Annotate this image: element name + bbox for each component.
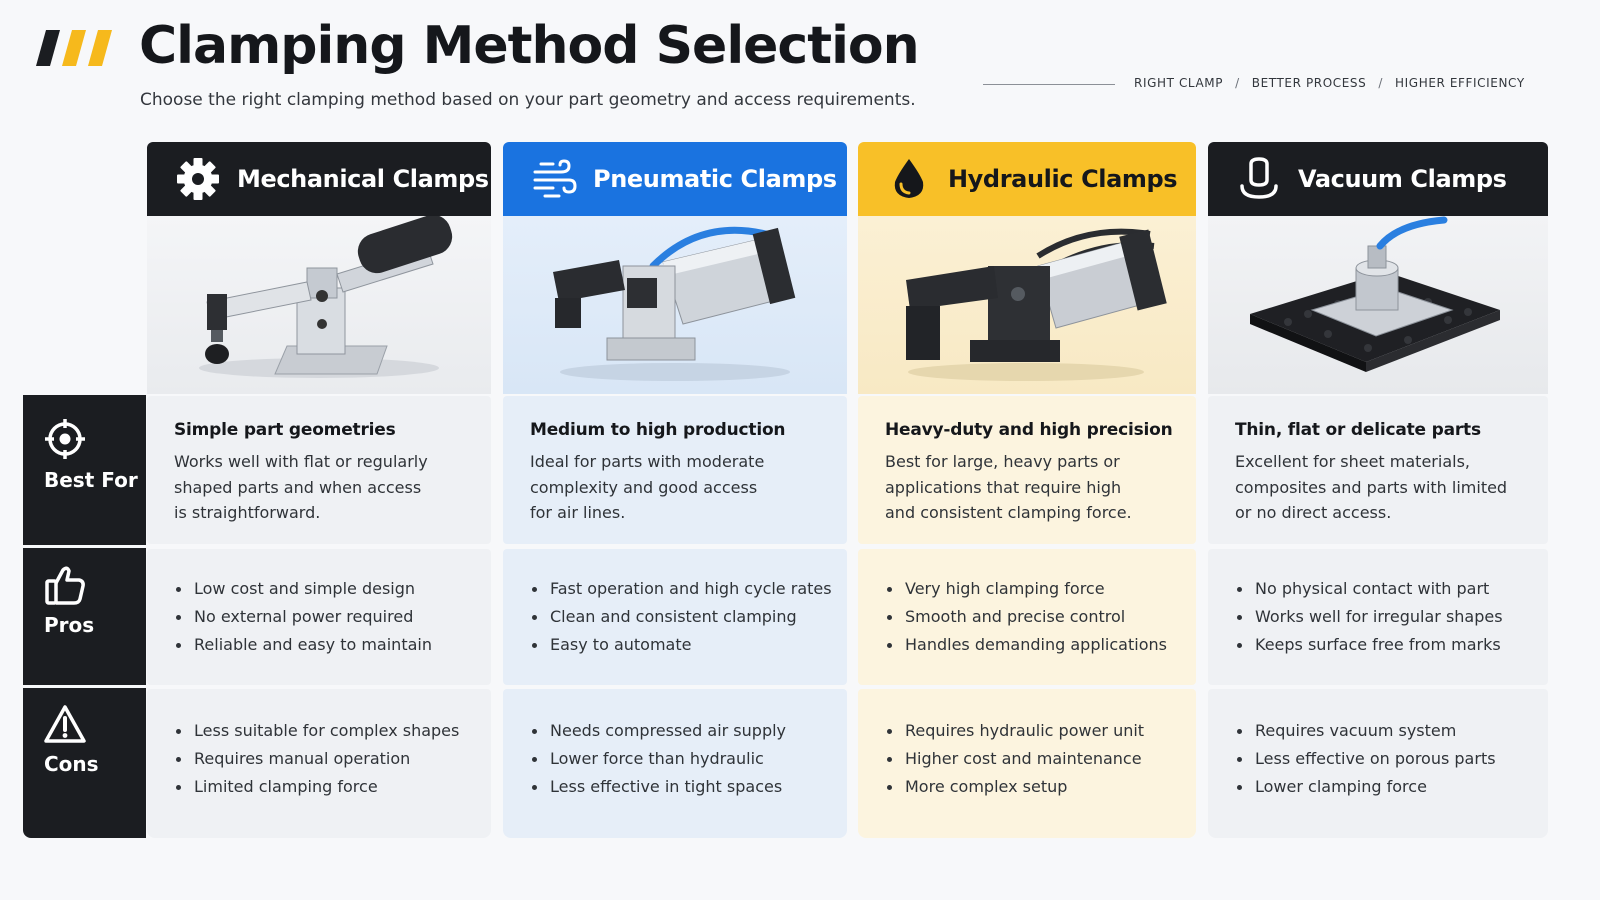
column-title: Hydraulic Clamps (948, 165, 1178, 193)
row-label-cons: Cons (23, 688, 146, 838)
row-label-text: Cons (44, 752, 99, 776)
best-for-description: Ideal for parts with moderate complexity… (530, 452, 765, 522)
best-for-cell: Heavy-duty and high precision Best for l… (858, 396, 1196, 544)
list-item: Less effective in tight spaces (530, 773, 827, 801)
cons-cell: Requires hydraulic power unit Higher cos… (858, 689, 1196, 838)
list-item: Requires vacuum system (1235, 717, 1528, 745)
best-for-title: Simple part geometries (174, 420, 396, 440)
row-label-text: Best For (44, 468, 138, 492)
column-pneumatic: Pneumatic Clamps (503, 142, 847, 394)
column-header: Hydraulic Clamps (858, 142, 1196, 216)
list-item: Clean and consistent clamping (530, 603, 827, 631)
list-item: Needs compressed air supply (530, 717, 827, 745)
list-item: Limited clamping force (174, 773, 471, 801)
list-item: Less effective on porous parts (1235, 745, 1528, 773)
list-item: Smooth and precise control (885, 603, 1176, 631)
cons-cell: Less suitable for complex shapes Require… (147, 689, 491, 838)
best-for-cell: Medium to high production Ideal for part… (503, 396, 847, 544)
list-item: Handles demanding applications (885, 631, 1176, 659)
best-for-cell: Simple part geometries Works well with f… (147, 396, 491, 544)
list-item: No physical contact with part (1235, 575, 1528, 603)
list-item: Keeps surface free from marks (1235, 631, 1528, 659)
target-icon (45, 419, 85, 459)
air-flow-icon (533, 159, 577, 198)
cons-list: Needs compressed air supply Lower force … (530, 717, 827, 801)
list-item: Easy to automate (530, 631, 827, 659)
suction-cup-icon (1240, 157, 1278, 199)
tagline-separator: / (1378, 76, 1384, 90)
row-label-pros: Pros (23, 548, 146, 685)
pros-cell: No physical contact with part Works well… (1208, 549, 1548, 685)
vacuum-pad-image (1208, 216, 1548, 394)
row-label-best-for: Best For (23, 395, 146, 545)
list-item: Less suitable for complex shapes (174, 717, 471, 745)
pros-list: Very high clamping force Smooth and prec… (885, 575, 1176, 659)
list-item: Reliable and easy to maintain (174, 631, 471, 659)
list-item: Lower clamping force (1235, 773, 1528, 801)
best-for-description: Works well with flat or regularly shaped… (174, 452, 428, 522)
cons-list: Requires vacuum system Less effective on… (1235, 717, 1528, 801)
tagline: RIGHT CLAMP / BETTER PROCESS / HIGHER EF… (1134, 76, 1525, 90)
tagline-separator: / (1235, 76, 1240, 90)
tagline-divider (983, 84, 1115, 85)
toggle-clamp-image (147, 216, 491, 394)
best-for-title: Heavy-duty and high precision (885, 420, 1173, 440)
warning-icon (44, 705, 86, 743)
pros-list: Low cost and simple design No external p… (174, 575, 471, 659)
cons-list: Requires hydraulic power unit Higher cos… (885, 717, 1176, 801)
column-title: Pneumatic Clamps (593, 165, 837, 193)
best-for-title: Thin, flat or delicate parts (1235, 420, 1481, 440)
list-item: Higher cost and maintenance (885, 745, 1176, 773)
gear-icon (177, 158, 219, 200)
page-subtitle: Choose the right clamping method based o… (140, 90, 916, 110)
row-label-text: Pros (44, 613, 95, 637)
list-item: More complex setup (885, 773, 1176, 801)
column-header: Pneumatic Clamps (503, 142, 847, 216)
pros-list: Fast operation and high cycle rates Clea… (530, 575, 832, 659)
page-title: Clamping Method Selection (139, 16, 920, 76)
thumbs-up-icon (45, 566, 85, 605)
cons-list: Less suitable for complex shapes Require… (174, 717, 471, 801)
column-vacuum: Vacuum Clamps (1208, 142, 1548, 394)
column-header: Mechanical Clamps (147, 142, 491, 216)
pros-list: No physical contact with part Works well… (1235, 575, 1528, 659)
best-for-description: Excellent for sheet materials, composite… (1235, 452, 1508, 522)
best-for-title: Medium to high production (530, 420, 786, 440)
pros-cell: Very high clamping force Smooth and prec… (858, 549, 1196, 685)
column-title: Mechanical Clamps (237, 165, 489, 193)
tagline-item: HIGHER EFFICIENCY (1395, 76, 1525, 90)
cons-cell: Needs compressed air supply Lower force … (503, 689, 847, 838)
cons-cell: Requires vacuum system Less effective on… (1208, 689, 1548, 838)
pros-cell: Low cost and simple design No external p… (147, 549, 491, 685)
list-item: No external power required (174, 603, 471, 631)
best-for-description: Best for large, heavy parts or applicati… (885, 452, 1132, 522)
hydraulic-cylinder-clamp-image (858, 216, 1196, 394)
pneumatic-cylinder-clamp-image (503, 216, 847, 394)
list-item: Requires hydraulic power unit (885, 717, 1176, 745)
column-title: Vacuum Clamps (1298, 165, 1507, 193)
list-item: Works well for irregular shapes (1235, 603, 1528, 631)
tagline-item: RIGHT CLAMP (1134, 76, 1224, 90)
column-mechanical: Mechanical Clamps (147, 142, 491, 394)
best-for-cell: Thin, flat or delicate parts Excellent f… (1208, 396, 1548, 544)
list-item: Low cost and simple design (174, 575, 471, 603)
list-item: Fast operation and high cycle rates (530, 575, 832, 603)
tagline-item: BETTER PROCESS (1251, 76, 1367, 90)
column-hydraulic: Hydraulic Clamps (858, 142, 1196, 394)
pros-cell: Fast operation and high cycle rates Clea… (503, 549, 847, 685)
column-header: Vacuum Clamps (1208, 142, 1548, 216)
list-item: Requires manual operation (174, 745, 471, 773)
list-item: Very high clamping force (885, 575, 1176, 603)
oil-drop-icon (894, 159, 924, 198)
logo-stripes-icon (36, 30, 112, 66)
list-item: Lower force than hydraulic (530, 745, 827, 773)
